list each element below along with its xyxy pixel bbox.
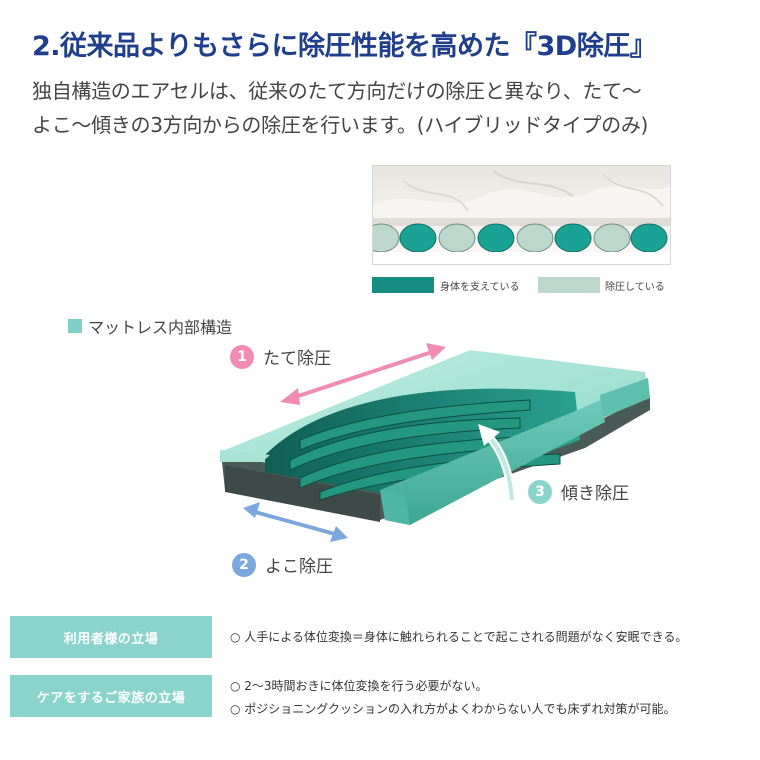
row-header-family: ケアをするご家族の立場 xyxy=(10,675,212,717)
direction-text-3: 傾き除圧 xyxy=(561,484,629,504)
arrow-tate-icon xyxy=(280,343,446,405)
arrow-yoko-icon xyxy=(243,502,348,542)
legend-swatch-supporting xyxy=(372,277,434,293)
direction-number-3: 3 xyxy=(528,479,552,504)
row-item-family-2: ○ ポジショニングクッションの入れ方がよくわからない人でも床ずれ対策が可能。 xyxy=(230,702,676,716)
arrow-katamuki-icon xyxy=(478,424,516,501)
direction-label-tate: 1 たて除圧 xyxy=(230,344,331,369)
direction-text-2: よこ除圧 xyxy=(265,557,333,577)
lead-paragraph: 独自構造のエアセルは、従来のたて方向だけの除圧と異なり、たて〜 よこ〜傾きの3方… xyxy=(32,74,732,142)
direction-number-2: 2 xyxy=(232,552,256,577)
row-item-user-1: ○ 人手による体位変換＝身体に触れられることで起こされる問題がなく安眠できる。 xyxy=(230,630,688,644)
cross-section-photo xyxy=(372,165,671,265)
row-item-family-1: ○ 2〜3時間おきに体位変換を行う必要がない。 xyxy=(230,679,488,693)
air-cells xyxy=(373,223,668,253)
direction-number-1: 1 xyxy=(230,344,254,369)
page-title: 2.従来品よりもさらに除圧性能を高めた『3D除圧』 xyxy=(32,31,657,62)
section-label-text: マットレス内部構造 xyxy=(88,318,233,337)
row-header-user: 利用者様の立場 xyxy=(10,616,212,658)
lead-line-1: 独自構造のエアセルは、従来のたて方向だけの除圧と異なり、たて〜 xyxy=(32,79,642,103)
direction-label-yoko: 2 よこ除圧 xyxy=(232,552,333,577)
direction-label-katamuki: 3 傾き除圧 xyxy=(528,479,629,504)
lead-line-2: よこ〜傾きの3方向からの除圧を行います。(ハイブリッドタイプのみ) xyxy=(32,113,649,137)
mattress-illustration xyxy=(220,343,650,542)
legend-swatch-relieving xyxy=(538,277,600,293)
legend-label-relieving: 除圧している xyxy=(605,282,665,293)
legend-label-supporting: 身体を支えている xyxy=(440,282,520,293)
section-marker-icon xyxy=(68,319,82,333)
section-label: マットレス内部構造 xyxy=(68,314,232,338)
direction-text-1: たて除圧 xyxy=(263,349,331,369)
